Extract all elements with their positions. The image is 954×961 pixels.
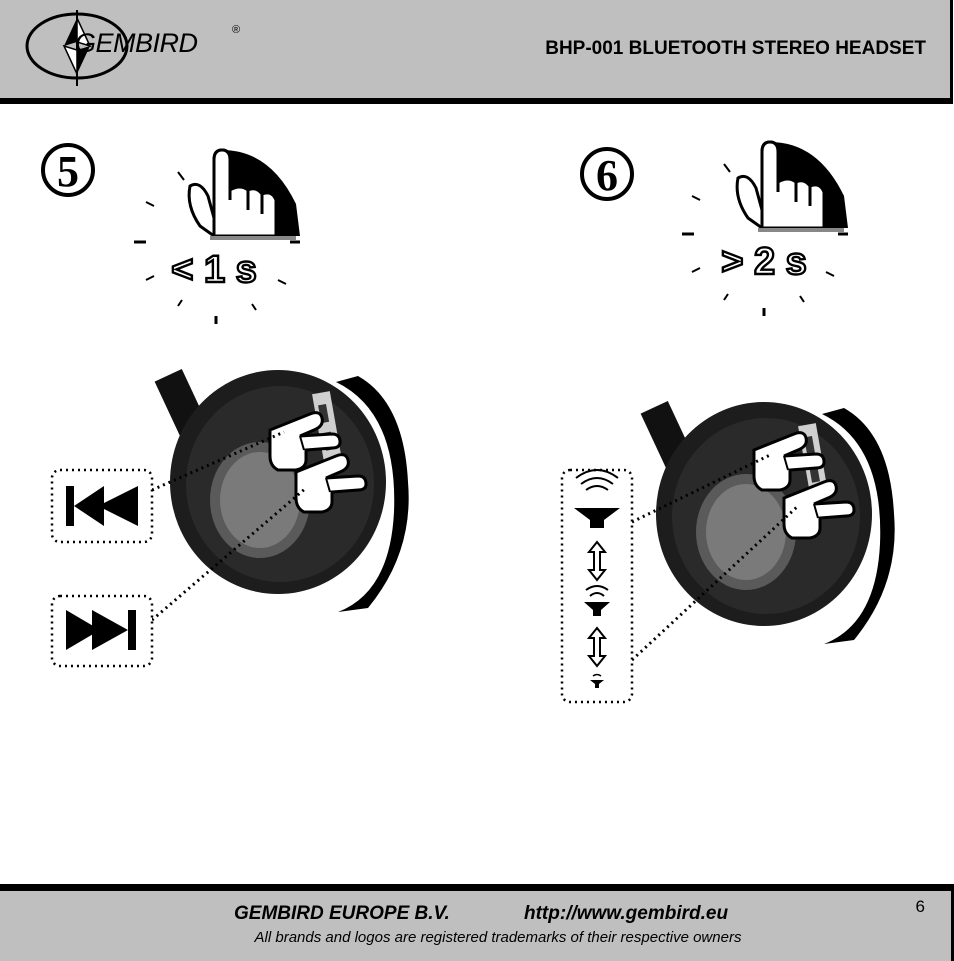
volume-mid-icon bbox=[584, 585, 610, 616]
volume-high-icon bbox=[574, 469, 620, 528]
company-name: GEMBIRD EUROPE B.V. bbox=[234, 903, 450, 924]
headphone-earcup-right bbox=[640, 400, 895, 644]
website-link[interactable]: http://www.gembird.eu bbox=[524, 903, 729, 924]
page-header: GEMBIRD ® BHP-001 BLUETOOTH STEREO HEADS… bbox=[0, 0, 953, 104]
volume-arrow-2-icon bbox=[586, 626, 608, 668]
duration-long: > 2 s bbox=[721, 241, 807, 283]
brand-name: GEMBIRD bbox=[75, 28, 198, 58]
connector-volume-down bbox=[630, 504, 800, 662]
previous-track-icon bbox=[66, 486, 138, 526]
duration-short: < 1 s bbox=[171, 249, 257, 291]
document-title: BHP-001 BLUETOOTH STEREO HEADSET bbox=[545, 38, 926, 59]
step-6-number: 6 bbox=[596, 151, 618, 200]
finger-hold-icon bbox=[735, 140, 850, 232]
connector-next bbox=[151, 486, 307, 622]
registered-mark: ® bbox=[232, 24, 241, 36]
volume-arrow-1-icon bbox=[586, 540, 608, 582]
gembird-logo bbox=[25, 10, 129, 86]
finger-press-icon bbox=[187, 148, 302, 240]
connector-volume-up bbox=[631, 452, 773, 524]
step-5-number: 5 bbox=[57, 147, 79, 196]
volume-low-icon bbox=[590, 673, 604, 688]
next-track-icon bbox=[66, 610, 136, 650]
page-number: 6 bbox=[915, 897, 925, 916]
connector-previous bbox=[151, 430, 285, 492]
step-5-badge bbox=[41, 143, 95, 197]
trademark-note: All brands and logos are registered trad… bbox=[254, 929, 742, 946]
page-footer: GEMBIRD EUROPE B.V. http://www.gembird.e… bbox=[0, 884, 954, 961]
illustration-area: 5 < 1 s 6 bbox=[41, 140, 895, 704]
step-6-badge bbox=[580, 147, 634, 201]
headphone-earcup-left bbox=[154, 368, 409, 612]
